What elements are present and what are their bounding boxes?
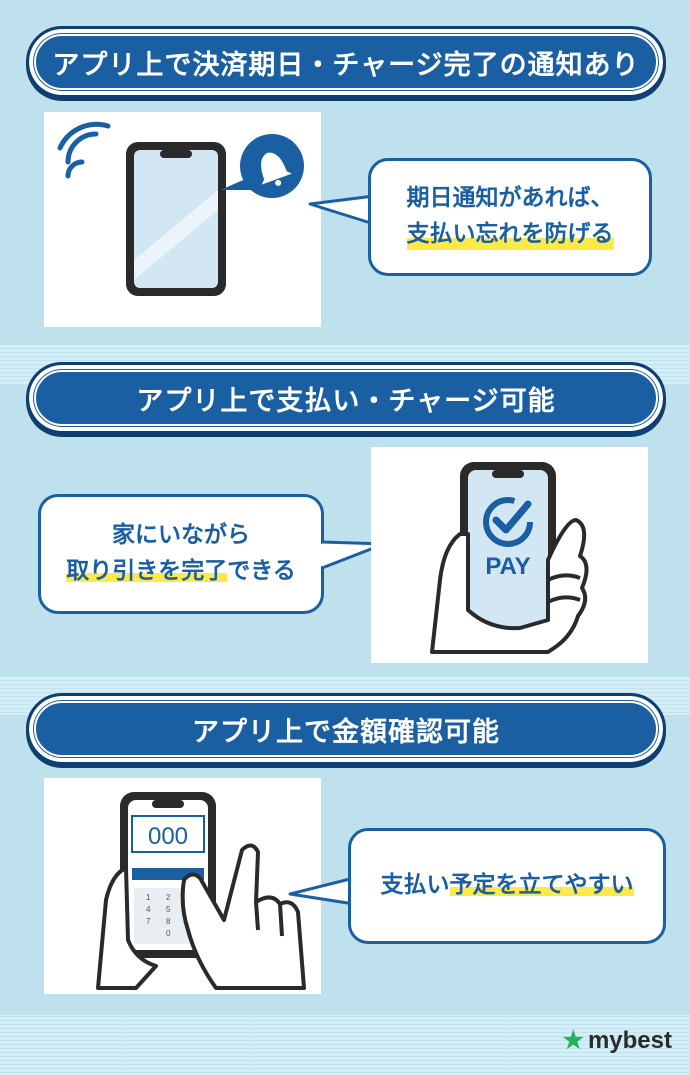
bubble-2-highlight: 取り引きを完了 — [66, 558, 228, 584]
pay-label: PAY — [485, 553, 530, 580]
bubble-1-line-1: 期日通知があれば、 — [406, 185, 614, 212]
bubble-3-pre: 支払い — [380, 872, 450, 899]
section-3-title-text: アプリ上で金額確認可能 — [192, 716, 500, 748]
bubble-3-line: 支払い予定を立てやすい — [381, 868, 634, 904]
signal-waves-icon — [57, 121, 111, 179]
section-2-speech-bubble: 家にいながら 取り引きを完了できる — [38, 494, 324, 614]
payment-phone-illustration: PAY — [430, 462, 589, 654]
bubble-1-line-2: 支払い忘れを防げる — [406, 217, 614, 253]
section-2-title: アプリ上で支払い・チャージ可能 — [26, 362, 666, 434]
svg-text:1: 1 — [146, 893, 151, 902]
svg-text:4: 4 — [146, 905, 151, 914]
star-icon: ★ — [562, 1027, 584, 1054]
section-1-title: アプリ上で決済期日・チャージ完了の通知あり — [26, 26, 666, 98]
section-3-speech-bubble: 支払い予定を立てやすい — [348, 828, 666, 944]
svg-text:5: 5 — [166, 905, 171, 914]
section-2-title-text: アプリ上で支払い・チャージ可能 — [136, 385, 556, 417]
svg-text:2: 2 — [166, 893, 171, 902]
screen-amount: 000 — [148, 823, 188, 850]
smartphone-icon — [126, 142, 226, 296]
section-3-title: アプリ上で金額確認可能 — [26, 693, 666, 765]
section-1-speech-bubble: 期日通知があれば、 支払い忘れを防げる — [368, 158, 652, 276]
bubble-2-rest: できる — [227, 558, 296, 584]
notification-bell-icon — [220, 134, 304, 198]
svg-text:8: 8 — [166, 917, 171, 926]
bubble-2-line-1: 家にいながら — [112, 522, 250, 549]
logo-text: mybest — [587, 1026, 672, 1054]
bubble-3-highlight: 予定を立てやすい — [449, 872, 634, 899]
mybest-logo: ★ mybest — [562, 1026, 672, 1055]
svg-text:7: 7 — [146, 917, 151, 926]
calculator-phone-illustration: 000 1 2 3 4 5 6 7 8 9 0 — [96, 792, 306, 990]
section-1-title-text: アプリ上で決済期日・チャージ完了の通知あり — [52, 49, 640, 81]
svg-text:0: 0 — [166, 929, 171, 938]
bubble-2-line-2: 取り引きを完了できる — [66, 554, 296, 590]
